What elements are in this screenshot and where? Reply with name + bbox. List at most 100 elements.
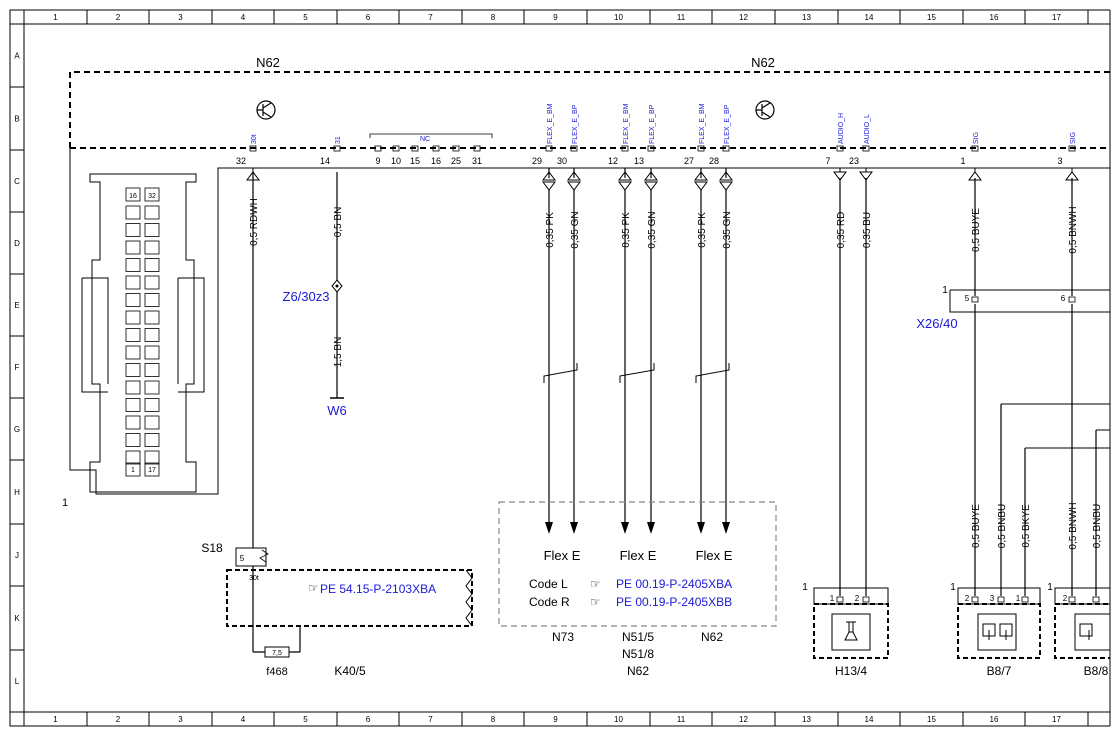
- row-label: L: [15, 677, 20, 686]
- svg-text:31: 31: [472, 156, 482, 166]
- code-r-pe-link[interactable]: PE 00.19-P-2405XBB: [616, 595, 732, 609]
- sensor-b8-7: 1 2 3 1: [950, 582, 1041, 659]
- x26-connector: [949, 289, 1114, 313]
- wire-color-label: 0,5 BNWH: [1068, 502, 1079, 549]
- svg-text:1: 1: [802, 582, 808, 593]
- code-l-pe-link[interactable]: PE 00.19-P-2405XBA: [616, 577, 732, 591]
- x26-pin-6: 6: [1061, 294, 1066, 303]
- row-label: C: [14, 177, 20, 186]
- connector-pin-32: 32: [148, 193, 156, 200]
- module-n73-label: N73: [552, 630, 574, 644]
- wire-color-label: 0,35 PK: [545, 212, 556, 248]
- column-label: 17: [1052, 13, 1061, 22]
- wire-color-label: 0,5 RDWH: [249, 198, 260, 246]
- column-label: 12: [739, 13, 748, 22]
- svg-text:12: 12: [608, 156, 618, 166]
- k40-pe-link[interactable]: PE 54.15-P-2103XBA: [320, 582, 436, 596]
- wire-color-label: 0,35 GN: [647, 211, 658, 248]
- fuse-f468-label: f468: [266, 666, 287, 678]
- splice-z6-label[interactable]: Z6/30z3: [283, 289, 330, 304]
- pin-15: 15: [410, 145, 420, 166]
- speaker-h13-label: H13/4: [835, 664, 867, 678]
- svg-text:FLEX_E_BM: FLEX_E_BM: [623, 103, 630, 144]
- pin-9: 9: [374, 145, 382, 166]
- svg-text:31: 31: [335, 136, 342, 144]
- sensor-icon: [982, 623, 1013, 640]
- relay-k40-box: [226, 569, 473, 627]
- column-label: 11: [677, 715, 686, 724]
- nc-label: NC: [420, 136, 430, 143]
- module-n51-5-label: N51/5: [622, 630, 654, 644]
- flex-e-box: [498, 501, 777, 627]
- column-label: 14: [865, 13, 874, 22]
- column-label: 5: [303, 715, 308, 724]
- svg-text:2: 2: [855, 594, 860, 603]
- ground-w6-label[interactable]: W6: [327, 403, 347, 418]
- nc-bracket: [369, 133, 493, 138]
- column-label: 15: [927, 715, 936, 724]
- connector-corner-label: 1: [62, 497, 68, 509]
- column-label: 6: [366, 13, 371, 22]
- column-label: 3: [178, 715, 183, 724]
- svg-text:1: 1: [960, 156, 965, 166]
- pin-12: 12 FLEX_E_BM: [608, 103, 630, 166]
- flex-e-label-1: Flex E: [544, 548, 581, 563]
- svg-text:3: 3: [990, 594, 995, 603]
- column-label: 9: [553, 13, 558, 22]
- column-label: 1: [53, 13, 58, 22]
- column-label: 12: [739, 715, 748, 724]
- connector-x26-label[interactable]: X26/40: [916, 316, 957, 331]
- s18-pin-5: 5: [240, 554, 245, 563]
- module-n51-8-label: N51/8: [622, 647, 654, 661]
- n62-label-left: N62: [256, 55, 280, 70]
- column-label: 13: [802, 715, 811, 724]
- sensor-b8-8: 1 2: [1047, 582, 1114, 659]
- wire-color-label: 1,5 BN: [333, 337, 344, 368]
- column-label: 14: [865, 715, 874, 724]
- svg-text:FLEX_E_BM: FLEX_E_BM: [699, 103, 706, 144]
- column-label: 16: [990, 715, 999, 724]
- svg-text:1: 1: [830, 594, 835, 603]
- row-label: A: [14, 52, 20, 61]
- row-label: G: [14, 425, 20, 434]
- connector-pin-16: 16: [129, 193, 137, 200]
- column-label: 1: [53, 715, 58, 724]
- row-label: J: [15, 551, 19, 560]
- svg-text:FLEX_E_BP: FLEX_E_BP: [649, 104, 656, 144]
- svg-text:AUDIO_L: AUDIO_L: [864, 114, 871, 144]
- sensor-b8-7-label: B8/7: [987, 664, 1012, 678]
- svg-text:1: 1: [1016, 594, 1021, 603]
- svg-text:7: 7: [825, 156, 830, 166]
- pin-25: 25: [451, 145, 461, 166]
- column-label: 17: [1052, 715, 1061, 724]
- wire-color-label: 0,5 BNWH: [1068, 206, 1079, 253]
- speaker-icon: [844, 621, 858, 641]
- column-label: 9: [553, 715, 558, 724]
- column-label: 8: [491, 715, 496, 724]
- relay-k40-label: K40/5: [334, 664, 366, 678]
- hand-pointer-icon: ☞: [308, 581, 319, 595]
- sig-wires: [974, 178, 1073, 296]
- k40-pin-30t: 30t: [249, 575, 259, 582]
- column-label: 10: [614, 715, 623, 724]
- column-label: 11: [677, 13, 686, 22]
- row-label: B: [14, 115, 19, 124]
- wire-color-label: 0,5 BUYE: [971, 208, 982, 252]
- module-n62-label-a: N62: [627, 664, 649, 678]
- n62-label-right: N62: [751, 55, 775, 70]
- wire-color-label: 0,35 PK: [697, 212, 708, 248]
- n62-module-border: [69, 71, 1114, 148]
- fuse-f468: [264, 646, 290, 658]
- flex-e-label-2: Flex E: [620, 548, 657, 563]
- fuse-value: 7,5: [272, 650, 282, 657]
- x26-pin-1: 1: [942, 285, 948, 296]
- module-n62-label-b: N62: [701, 630, 723, 644]
